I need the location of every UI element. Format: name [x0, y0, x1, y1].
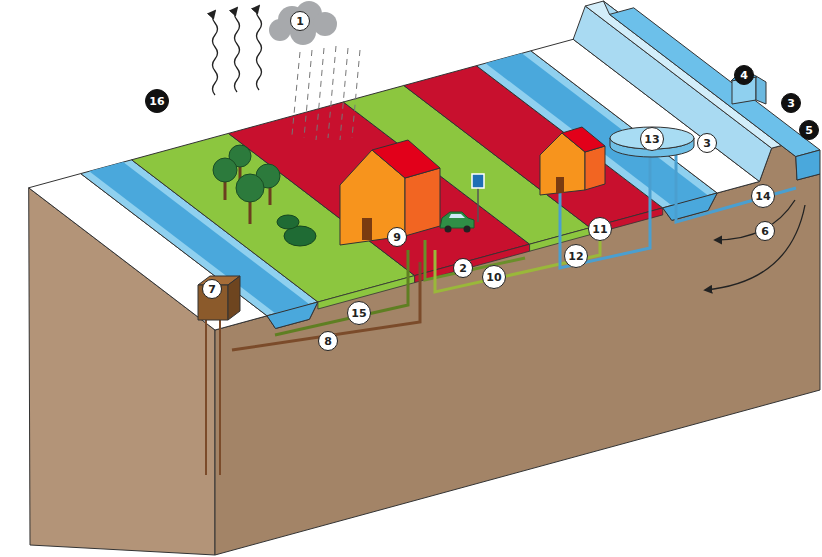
bush — [277, 215, 299, 229]
callout-circle: 12 — [564, 244, 588, 268]
callout-circle: 16 — [145, 89, 169, 113]
rain-line — [292, 52, 300, 135]
house-door — [556, 177, 564, 193]
callout-number: 3 — [703, 138, 711, 149]
rain-line — [352, 50, 360, 138]
car-wheel — [445, 226, 452, 233]
tree-crown — [213, 158, 237, 182]
seepage-arrow — [715, 200, 795, 240]
water-pipe — [676, 150, 796, 222]
callout-number: 2 — [459, 263, 467, 274]
callout-circle: 3 — [697, 133, 717, 153]
car-window — [449, 214, 465, 218]
callout-circle: 9 — [387, 227, 407, 247]
callout-number: 8 — [324, 336, 332, 347]
well-housing — [228, 276, 240, 320]
callout-number: 7 — [208, 284, 216, 295]
cloud-part — [313, 12, 337, 36]
callout-circle: 2 — [453, 258, 473, 278]
callout-number: 5 — [805, 125, 813, 136]
callout-circle: 13 — [640, 127, 664, 151]
well-pipe — [219, 320, 221, 475]
callout-number: 4 — [740, 70, 748, 81]
drain-pipe — [275, 250, 408, 335]
callout-circle: 8 — [318, 331, 338, 351]
evaporation-arrow — [213, 11, 218, 95]
outer-water-section — [796, 150, 820, 180]
road-sign — [472, 174, 484, 188]
evaporation-arrow — [235, 8, 240, 92]
canal-section — [267, 302, 318, 329]
outer-water — [610, 8, 821, 157]
pumping-station — [756, 76, 766, 104]
callout-number: 16 — [149, 96, 164, 107]
callout-number: 12 — [568, 251, 583, 262]
rain-line — [340, 48, 348, 140]
rain-line — [328, 46, 336, 138]
callout-number: 11 — [592, 224, 607, 235]
sign-pole — [477, 188, 479, 222]
callout-circle: 1 — [290, 11, 310, 31]
callout-number: 9 — [393, 232, 401, 243]
house-roof — [372, 140, 440, 178]
house-wall — [405, 168, 440, 236]
callout-circle: 5 — [799, 120, 819, 140]
rain-line — [316, 48, 324, 140]
rain — [292, 46, 360, 140]
drain-pipe — [435, 240, 600, 292]
sewer-pipe — [232, 262, 420, 350]
house-wall — [585, 146, 605, 190]
callout-number: 13 — [644, 134, 659, 145]
evaporation-arrow — [257, 6, 262, 90]
callout-circle: 15 — [347, 301, 371, 325]
callout-number: 1 — [296, 16, 304, 27]
car-wheel — [464, 226, 471, 233]
callout-circle: 6 — [755, 221, 775, 241]
callout-number: 15 — [351, 308, 366, 319]
callout-number: 3 — [787, 98, 795, 109]
rain-line — [304, 50, 312, 138]
seepage-arrow — [705, 205, 805, 290]
house-roof — [562, 127, 605, 152]
car — [440, 212, 474, 228]
callout-circle: 11 — [588, 217, 612, 241]
tree-crown — [236, 174, 264, 202]
callout-number: 14 — [755, 191, 770, 202]
well-pipe — [205, 320, 207, 475]
callout-circle: 14 — [751, 184, 775, 208]
callout-number: 10 — [486, 272, 501, 283]
topsoil-band — [415, 244, 530, 282]
house-door — [362, 218, 372, 240]
callout-number: 6 — [761, 226, 769, 237]
callout-circle: 7 — [202, 279, 222, 299]
callout-circle: 4 — [734, 65, 754, 85]
callout-circle: 3 — [781, 93, 801, 113]
callout-circle: 10 — [482, 265, 506, 289]
canal-section — [663, 193, 718, 220]
rain-cloud — [269, 1, 337, 45]
